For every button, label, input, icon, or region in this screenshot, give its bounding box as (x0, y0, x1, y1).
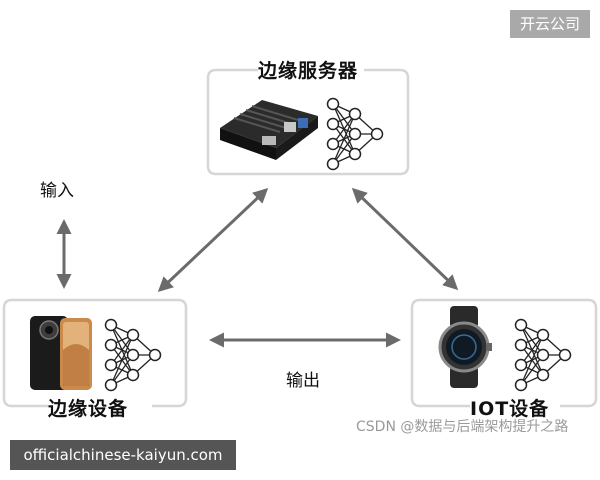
neural-network-icon (514, 318, 572, 392)
server-iot-arrow (351, 187, 459, 291)
single-board-computer-icon (220, 100, 318, 160)
smartphone-icon (30, 316, 92, 390)
server-box (206, 68, 410, 176)
server-title: 边缘服务器 (258, 60, 359, 82)
edge-device-box (2, 298, 188, 408)
iot-device-box (410, 298, 598, 408)
watermark-text: CSDN @数据与后端架构提升之路 (356, 419, 569, 435)
input-label: 输入 (40, 181, 74, 201)
smartwatch-icon (438, 306, 492, 388)
iot-device-title: IOT设备 (470, 398, 550, 420)
url-banner: officialchinese-kaiyun.com (10, 440, 236, 470)
output-label: 输出 (286, 371, 320, 391)
neural-network-icon (326, 97, 384, 171)
server-edge-arrow (157, 187, 269, 293)
neural-network-icon (104, 318, 162, 392)
edge-device-title: 边缘设备 (48, 398, 129, 420)
company-badge: 开云公司 (510, 10, 590, 38)
